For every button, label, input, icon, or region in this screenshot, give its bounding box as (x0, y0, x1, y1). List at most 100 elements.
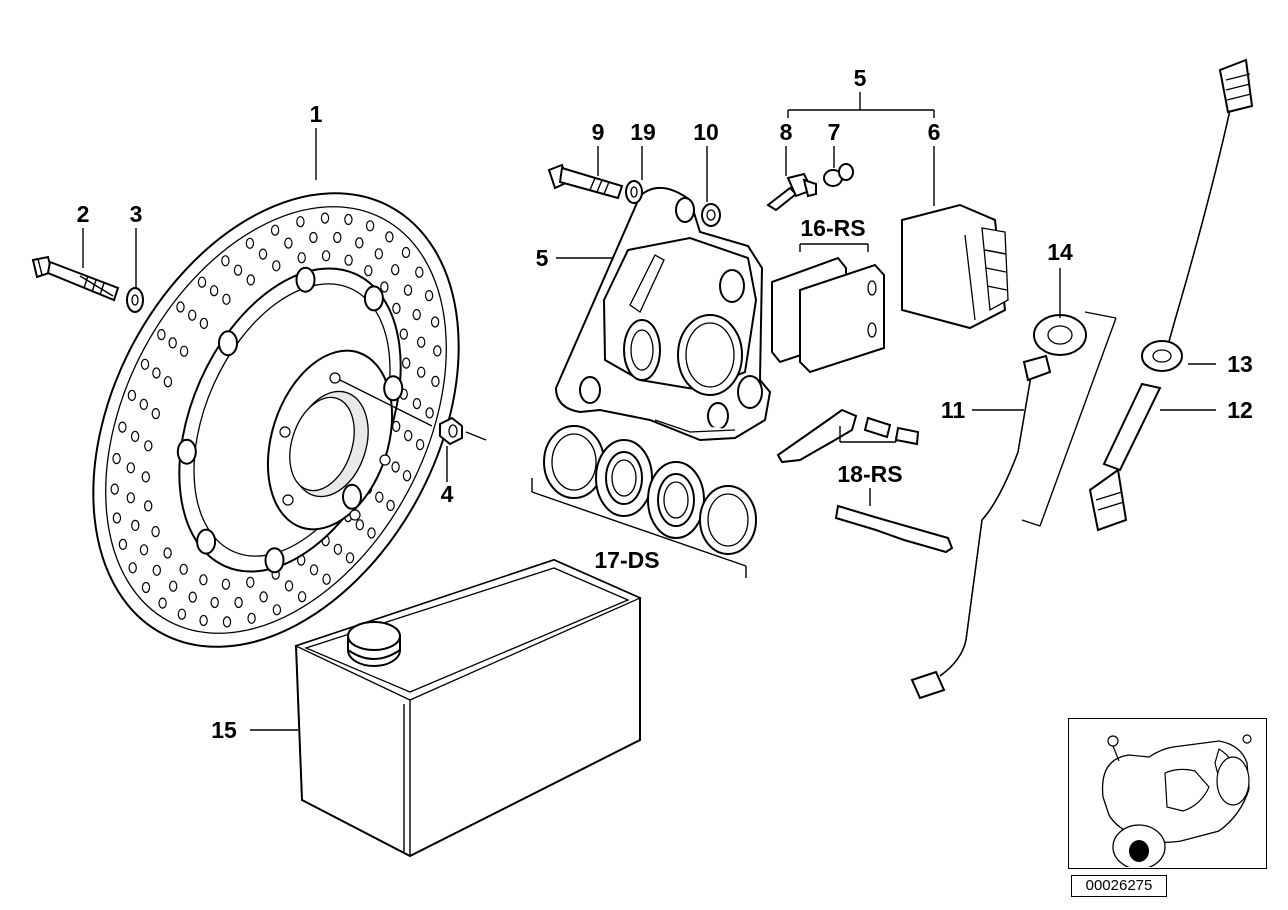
disc-drill-hole (246, 274, 255, 286)
disc-drill-hole (246, 576, 255, 588)
brake-line (910, 354, 1052, 700)
disc-drill-hole (258, 248, 268, 260)
disc-drill-hole (233, 264, 243, 276)
callout-brake-pads: 16-RS (800, 215, 865, 241)
disc-drill-hole (417, 336, 426, 348)
callout-nut: 4 (441, 481, 454, 507)
disc-drill-hole (197, 276, 207, 288)
callout-disc: 1 (310, 101, 323, 127)
disc-drill-hole (158, 597, 167, 609)
disc-drill-hole (399, 328, 408, 340)
disc-drill-hole (110, 483, 119, 495)
callout-bolt: 2 (77, 201, 90, 227)
disc-drill-hole (364, 265, 373, 277)
disc-drill-hole (163, 376, 173, 388)
callout-pad-spring: 6 (928, 119, 941, 145)
disc-drill-hole (187, 309, 197, 321)
disc-drill-hole (345, 552, 355, 564)
disc-drill-hole (392, 302, 401, 314)
disc-drill-hole (139, 398, 148, 410)
disc-drill-hole (430, 316, 440, 328)
disc-drill-hole (365, 220, 375, 232)
callout-caliper-bolt: 9 (592, 119, 605, 145)
hub-rivet (363, 285, 384, 312)
disc-drill-hole (112, 512, 122, 524)
disc-drill-hole (380, 281, 389, 293)
disc-drill-hole (333, 231, 342, 244)
disc-drill-hole (157, 329, 166, 341)
pad-spring (901, 203, 1009, 330)
disc-drill-hole (322, 573, 331, 585)
disc-drill-hole (141, 581, 151, 594)
hub-rivet (196, 528, 217, 555)
disc-drill-hole (309, 564, 319, 576)
disc-drill-hole (321, 250, 331, 262)
disc-drill-hole (130, 430, 140, 442)
disc-drill-hole (272, 260, 281, 272)
disc-drill-hole (367, 527, 376, 539)
hose-grommet (1141, 340, 1183, 372)
disc-drill-hole (210, 596, 219, 609)
brake-caliper (554, 187, 772, 442)
callout-repair-kit: 5 (854, 65, 867, 91)
hub-rivet (176, 438, 197, 465)
callout-washer: 3 (130, 201, 143, 227)
disc-drill-hole (247, 612, 256, 624)
disc-drill-hole (127, 389, 137, 401)
disc-drill-hole (391, 461, 400, 473)
disc-drill-hole (297, 591, 307, 603)
disc-drill-hole (176, 301, 185, 313)
disc-drill-hole (234, 596, 243, 609)
hub-rivet (383, 375, 404, 402)
hub-rivet (264, 547, 285, 574)
disc-drill-hole (404, 430, 413, 442)
disc-drill-hole (375, 491, 384, 503)
callout-seal-kit: 17-DS (594, 547, 659, 573)
disc-drill-hole (245, 237, 255, 249)
disc-drill-hole (320, 212, 330, 224)
callouts: 1 2 3 4 5 5 6 7 8 9 10 19 16-RS 18-RS 17… (77, 65, 1253, 743)
callout-pin-kit: 18-RS (837, 461, 902, 487)
callout-spacer: 10 (693, 119, 719, 145)
hub-rivet (342, 483, 362, 510)
callout-caliper: 5 (536, 245, 549, 271)
disc-drill-hole (355, 519, 364, 531)
disc-drill-hole (188, 591, 197, 603)
disc-drill-hole (221, 255, 230, 267)
disc-drill-hole (424, 290, 434, 302)
leader-lines (82, 92, 1216, 731)
caliper-bolt (547, 163, 624, 200)
disc-drill-hole (412, 309, 421, 321)
callout-hose-grommet: 13 (1227, 351, 1253, 377)
disc-drill-hole (297, 252, 306, 264)
disc-drill-hole (140, 358, 150, 370)
pin-kit (776, 408, 954, 554)
disc-drill-hole (209, 285, 219, 297)
disc-drill-hole (177, 608, 187, 620)
disc-drill-hole (128, 562, 137, 574)
seal-kit (543, 425, 757, 555)
callout-small-washer: 19 (630, 119, 656, 145)
disc-drill-hole (143, 500, 153, 512)
disc-drill-hole (199, 317, 209, 329)
disc-washer (126, 287, 144, 313)
disc-drill-hole (141, 471, 150, 483)
bleed-valve (766, 172, 817, 212)
disc-drill-hole (401, 246, 411, 259)
disc-drill-hole (284, 580, 294, 592)
brake-hose (1167, 58, 1254, 346)
callout-grommet: 14 (1047, 239, 1073, 265)
disc-drill-hole (152, 564, 161, 576)
motorcycle-icon (1101, 734, 1252, 870)
disc-drill-hole (221, 578, 231, 590)
disc-drill-hole (296, 216, 305, 228)
disc-drill-hole (270, 224, 280, 236)
disc-nut (439, 416, 463, 446)
disc-drill-hole (126, 462, 136, 474)
disc-drill-hole (403, 284, 413, 296)
disc-drill-hole (179, 345, 189, 357)
disc-drill-hole (168, 337, 177, 349)
callout-brake-hose: 12 (1227, 397, 1253, 423)
disc-drill-hole (417, 366, 426, 378)
